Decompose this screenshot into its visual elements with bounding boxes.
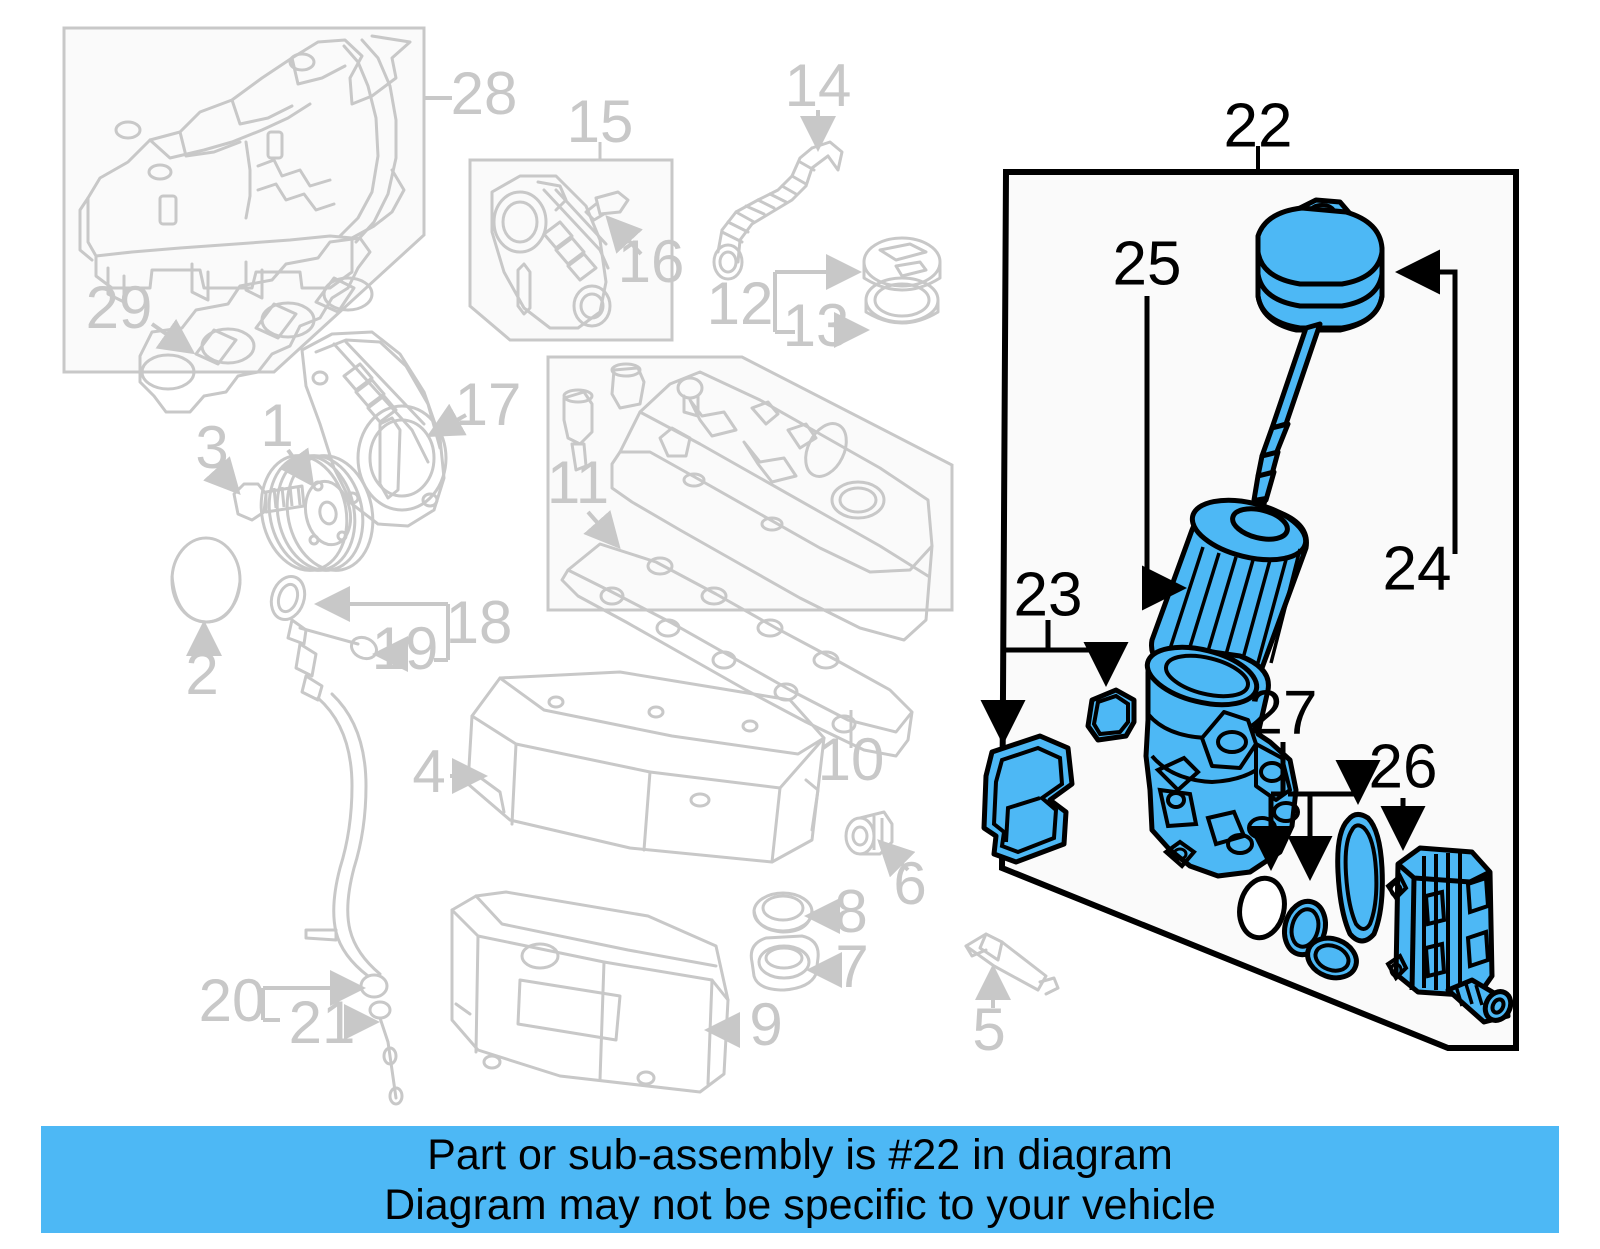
part-intake-manifold bbox=[78, 34, 412, 304]
part-lower-oil-pan bbox=[450, 890, 730, 1094]
callout-label-1: 1 bbox=[260, 392, 293, 459]
part-o-ring-round bbox=[1237, 875, 1287, 941]
callout-label-28: 28 bbox=[451, 60, 518, 127]
notice-banner: Part or sub-assembly is #22 in diagram D… bbox=[41, 1126, 1559, 1233]
callout-label-23: 23 bbox=[1014, 560, 1083, 629]
callout-label-7: 7 bbox=[835, 933, 868, 1000]
part-cooler-bolt bbox=[1445, 977, 1514, 1025]
box-15 bbox=[468, 158, 674, 342]
callout-label-20: 20 bbox=[199, 967, 266, 1034]
part-breather-hose bbox=[712, 140, 844, 281]
part-gasket-small bbox=[1085, 687, 1137, 743]
part-sealant-tube bbox=[964, 932, 1060, 996]
callout-label-15: 15 bbox=[567, 88, 634, 155]
notice-line-1: Part or sub-assembly is #22 in diagram bbox=[427, 1130, 1173, 1179]
callout-label-14: 14 bbox=[785, 52, 852, 119]
callout-label-25: 25 bbox=[1113, 229, 1182, 298]
part-front-timing-cover bbox=[300, 330, 448, 528]
callout-label-10: 10 bbox=[818, 726, 885, 793]
callout-label-29: 29 bbox=[86, 274, 153, 341]
callout-label-19: 19 bbox=[372, 615, 439, 682]
callout-29-arrow bbox=[150, 318, 196, 355]
part-filter-housing bbox=[1143, 644, 1300, 879]
callout-label-18: 18 bbox=[446, 589, 513, 656]
part-intake-manifold-gasket bbox=[138, 236, 374, 414]
callout-label-26: 26 bbox=[1369, 732, 1438, 801]
part-valve-cover-gasket bbox=[560, 542, 914, 758]
callout-label-11: 11 bbox=[547, 449, 609, 516]
callout-11-arrow bbox=[583, 510, 621, 549]
callout-3-arrow bbox=[203, 456, 241, 495]
callout-labels: 28 29 15 16 14 12 13 17 1 3 2 11 18 19 4… bbox=[86, 52, 1452, 1063]
callout-label-8: 8 bbox=[834, 878, 867, 945]
part-seal-cover-cap bbox=[170, 536, 242, 624]
part-cylinder-head-cover bbox=[562, 362, 934, 642]
part-upper-oil-pan bbox=[466, 670, 826, 864]
part-oil-filler-cap bbox=[862, 236, 942, 325]
callout-label-6: 6 bbox=[893, 850, 926, 917]
callout-label-16: 16 bbox=[618, 228, 685, 295]
callout-25-leader bbox=[1142, 296, 1187, 611]
callout-label-22: 22 bbox=[1224, 91, 1293, 160]
part-o-ring-long bbox=[1335, 812, 1385, 944]
callout-label-4: 4 bbox=[412, 738, 445, 805]
callout-label-17: 17 bbox=[455, 371, 522, 438]
callout-label-12: 12 bbox=[707, 270, 774, 337]
callout-label-13: 13 bbox=[783, 292, 850, 359]
callout-23-leaders bbox=[980, 620, 1129, 745]
box-10 bbox=[546, 355, 954, 612]
callout-label-2: 2 bbox=[185, 640, 218, 707]
callout-20-21-leaders bbox=[261, 970, 380, 1040]
part-crankshaft-pulley bbox=[259, 454, 375, 572]
notice-line-2: Diagram may not be specific to your vehi… bbox=[384, 1180, 1216, 1229]
part-gasket-large bbox=[981, 733, 1075, 865]
callout-label-5: 5 bbox=[972, 996, 1005, 1063]
callout-label-24: 24 bbox=[1383, 534, 1452, 603]
part-timing-cover-assembly bbox=[490, 174, 630, 330]
part-o-ring-tiny bbox=[1305, 935, 1359, 981]
callout-6-arrow bbox=[877, 839, 916, 878]
callout-18-19-leaders bbox=[314, 586, 450, 672]
callout-label-27: 27 bbox=[1249, 678, 1318, 747]
callout-label-9: 9 bbox=[749, 991, 782, 1058]
part-dipstick-assembly bbox=[269, 575, 404, 1106]
callout-27-leaders bbox=[1248, 742, 1381, 881]
part-oil-filter-cap bbox=[1250, 197, 1385, 516]
callout-label-3: 3 bbox=[195, 414, 228, 481]
part-drain-plug-gasket bbox=[752, 891, 814, 934]
callout-16-arrow bbox=[605, 215, 643, 256]
part-drain-plug bbox=[844, 810, 894, 856]
part-pulley-bolt bbox=[232, 482, 306, 522]
part-oil-cooler bbox=[1385, 845, 1495, 999]
callout-17-arrow bbox=[426, 403, 467, 437]
part-seal-flange bbox=[749, 934, 820, 992]
callout-label-21: 21 bbox=[289, 989, 356, 1056]
callout-1-arrow bbox=[278, 447, 315, 488]
callout-24-leader bbox=[1395, 249, 1458, 554]
callout-12-13-leaders bbox=[773, 254, 870, 348]
